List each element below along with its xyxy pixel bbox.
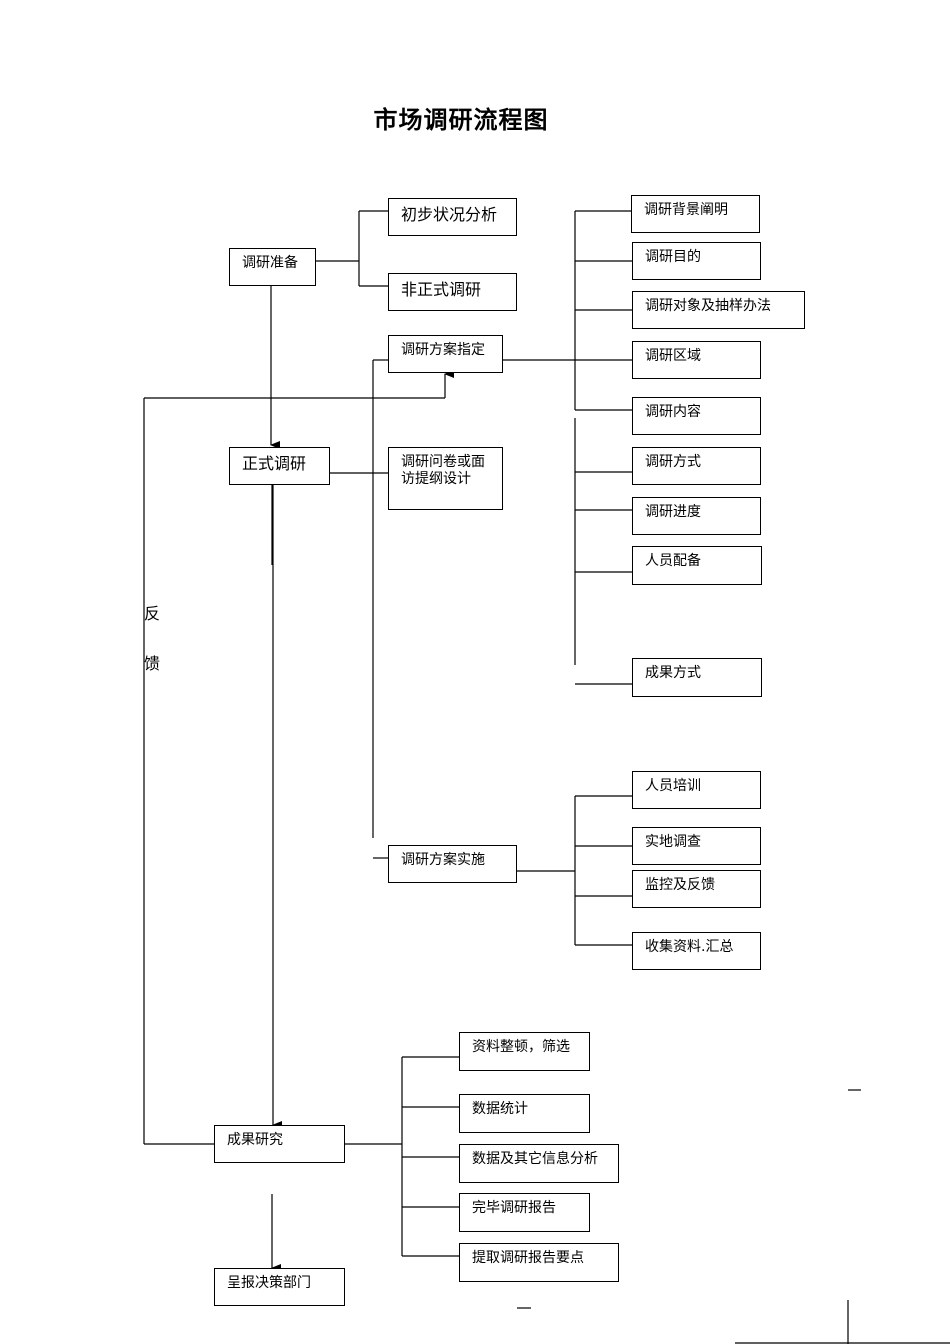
plan-item: 调研进度 (632, 497, 761, 535)
plan-item: 调研背景阐明 (631, 195, 760, 233)
node-implement: 调研方案实施 (388, 845, 517, 883)
plan-item: 调研目的 (632, 242, 761, 280)
implement-item: 人员培训 (632, 771, 761, 809)
page-title: 市场调研流程图 (373, 105, 549, 134)
node-questionnaire: 调研问卷或面访提纲设计 (388, 447, 503, 510)
plan-item: 调研内容 (632, 397, 761, 435)
research-item: 完毕调研报告 (459, 1193, 590, 1232)
node-plan: 调研方案指定 (388, 335, 503, 373)
research-item: 资料整顿，筛选 (459, 1032, 590, 1071)
implement-item: 收集资料.汇总 (632, 932, 761, 970)
node-formal: 正式调研 (229, 447, 330, 485)
node-prelim: 初步状况分析 (388, 198, 517, 236)
feedback-label-2: 馈 (144, 654, 161, 673)
plan-item: 人员配备 (632, 546, 762, 585)
plan-item: 调研方式 (632, 447, 761, 485)
research-item: 数据及其它信息分析 (459, 1144, 619, 1183)
plan-item: 成果方式 (632, 658, 762, 697)
node-report: 呈报决策部门 (214, 1268, 345, 1306)
node-prep: 调研准备 (229, 248, 316, 286)
research-item: 提取调研报告要点 (459, 1243, 619, 1282)
node-research: 成果研究 (214, 1125, 345, 1163)
implement-item: 实地调查 (632, 827, 761, 865)
implement-item: 监控及反馈 (632, 870, 761, 908)
feedback-label-1: 反 (144, 604, 161, 623)
plan-item: 调研对象及抽样办法 (632, 291, 805, 329)
node-informal: 非正式调研 (388, 273, 517, 311)
research-item: 数据统计 (459, 1094, 590, 1133)
plan-item: 调研区域 (632, 341, 761, 379)
